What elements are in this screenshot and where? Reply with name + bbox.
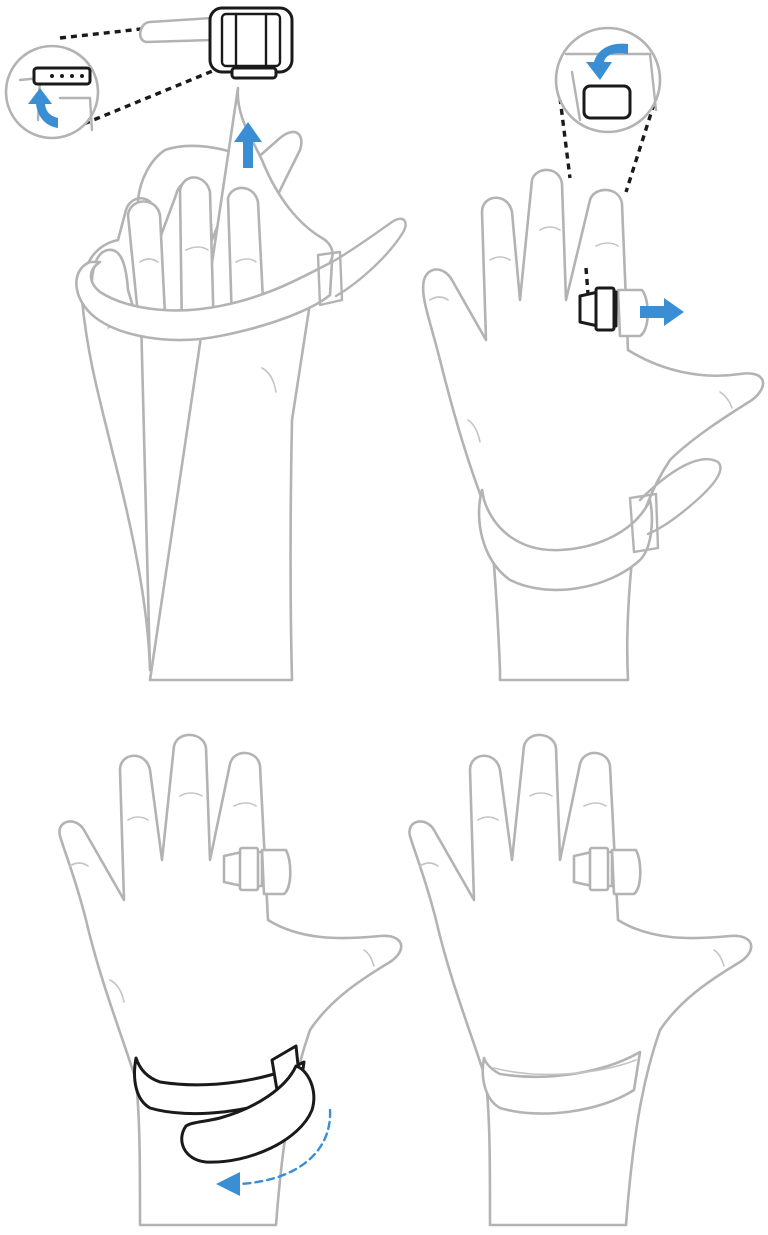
panel-2-hand: [423, 170, 763, 680]
panel-4-fastened: [409, 735, 751, 1225]
panel-4-hand: [409, 735, 751, 1225]
latch-callout-icon: [556, 28, 660, 192]
panel-3-wrap-strap: [59, 735, 401, 1225]
panel-1-callout: [6, 28, 215, 138]
panel-2-attach-ring: [423, 28, 763, 680]
ring-scanner-icon: [140, 8, 292, 78]
panel-1-hand: [82, 88, 333, 680]
panel-1-remove-device: [6, 8, 406, 680]
